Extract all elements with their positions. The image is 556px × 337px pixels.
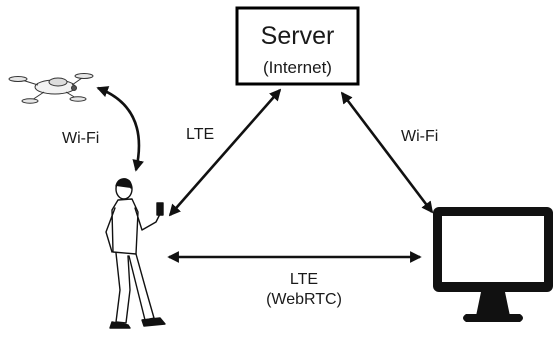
label-server-monitor: Wi-Fi bbox=[401, 128, 438, 145]
person-shoe-left bbox=[109, 321, 131, 329]
person-arm-right bbox=[134, 207, 161, 231]
label-drone-person: Wi-Fi bbox=[62, 130, 99, 147]
drone-rotor-4 bbox=[69, 96, 87, 102]
server-box bbox=[235, 6, 360, 86]
monitor-base bbox=[463, 314, 523, 322]
monitor-screen bbox=[442, 216, 544, 282]
person-leg-left bbox=[115, 252, 131, 324]
server-subtitle: (Internet) bbox=[263, 58, 332, 77]
label-person-monitor-top: LTE bbox=[290, 271, 318, 288]
drone-rotor-3 bbox=[21, 98, 39, 104]
drone-rotor-1 bbox=[8, 76, 28, 82]
person-with-phone-icon bbox=[105, 178, 166, 329]
person-leg-right bbox=[128, 253, 155, 321]
drone-rotor-2 bbox=[74, 73, 94, 79]
arrow-drone-person bbox=[96, 86, 144, 172]
person-phone bbox=[156, 202, 164, 216]
label-person-server: LTE bbox=[186, 126, 214, 143]
monitor-stand bbox=[476, 292, 510, 316]
label-person-monitor-bottom: (WebRTC) bbox=[266, 291, 342, 308]
person-torso bbox=[111, 198, 139, 255]
drone-arm-right bbox=[71, 77, 83, 86]
drone-camera bbox=[71, 85, 77, 91]
drone-icon bbox=[8, 73, 94, 104]
server-node: Server (Internet) bbox=[235, 6, 360, 86]
person-arm-left bbox=[105, 207, 116, 253]
person-shoe-right bbox=[141, 317, 166, 327]
person-hair bbox=[115, 178, 132, 189]
arrow-person-server bbox=[168, 88, 282, 217]
arrow-server-monitor bbox=[340, 91, 434, 214]
drone-canopy bbox=[48, 77, 68, 87]
server-title: Server bbox=[261, 22, 335, 50]
monitor-icon bbox=[433, 207, 553, 322]
